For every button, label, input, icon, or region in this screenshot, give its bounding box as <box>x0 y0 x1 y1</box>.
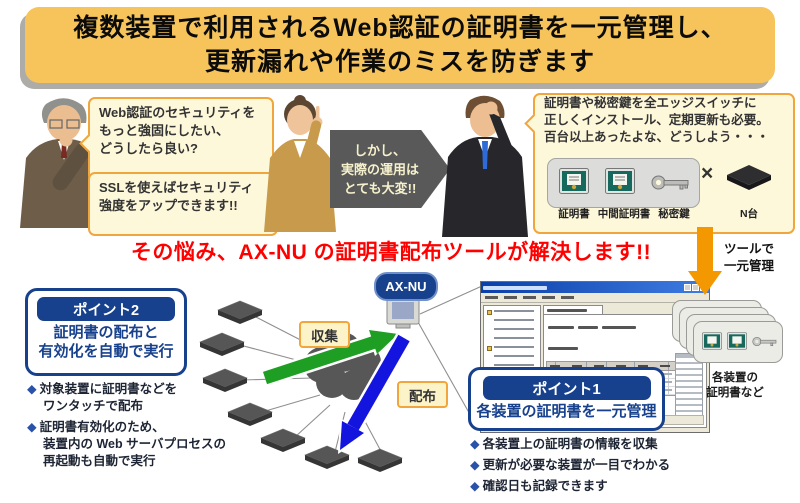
multiply-symbol: × <box>701 162 714 185</box>
point2-badge: ポイント2 <box>37 297 175 321</box>
bullet-diamond-icon: ◆ <box>470 458 480 472</box>
distribute-label: 配布 <box>397 381 448 408</box>
person-woman-illustration <box>264 95 336 232</box>
certificate-label: 証明書 <box>558 208 590 220</box>
point2-subtitle-line2: 有効化を自動で実行 <box>38 343 174 360</box>
question-line3: どうしたら良い? <box>99 141 198 156</box>
point2-bullet2-line1: 証明書有効化のため、 <box>39 420 165 434</box>
down-arrow-icon <box>688 227 722 295</box>
certificate-card-front <box>693 321 783 363</box>
answer-line2: 強度をアップできます!! <box>99 198 238 213</box>
key-icon <box>752 336 777 347</box>
however-line3: とても大変!! <box>343 180 417 196</box>
point1-bullet3: 確認日も記録できます <box>482 479 608 493</box>
axnu-server-badge: AX-NU <box>374 272 438 301</box>
folder-icon <box>487 346 492 351</box>
network-diagram <box>199 285 483 473</box>
point1-bullets: ◆ 各装置上の証明書の情報を収集 ◆ 更新が必要な装置が一目でわかる ◆ 確認日… <box>470 436 690 499</box>
speech-bubble-question: Web認証のセキュリティを もっと強固にしたい、 どうしたら良い? <box>79 97 274 182</box>
collect-label: 収集 <box>299 321 350 348</box>
point2-bullet2-line3: 再起動も自動で実行 <box>43 454 156 468</box>
tool-arrow-line1: ツールで <box>724 242 775 256</box>
tab-certificate-list[interactable] <box>543 305 603 314</box>
however-line2: 実際の運用は <box>340 161 419 177</box>
window-title-text <box>483 285 547 290</box>
key-icon <box>651 175 689 190</box>
banner-line2: 更新漏れや作業のミスを防ぎます <box>204 48 595 76</box>
device-icon <box>202 368 248 393</box>
point1-box: ポイント1 各装置の証明書を一元管理 <box>468 367 665 431</box>
certificate-icon <box>702 332 722 350</box>
point1-bullet2: 更新が必要な装置が一目でわかる <box>482 458 671 472</box>
pc-icon <box>386 297 420 329</box>
cards-caption-line2: 証明書など <box>706 387 764 399</box>
device-icon <box>260 428 306 453</box>
device-icon <box>199 332 245 357</box>
cards-caption-line1: 各装置の <box>712 372 758 384</box>
distribute-arrow <box>338 333 412 454</box>
cards-caption: 各装置の 証明書など <box>680 371 790 401</box>
n-device-icon <box>727 165 771 190</box>
bullet-diamond-icon: ◆ <box>470 437 480 451</box>
however-line1: しかし、 <box>353 142 406 158</box>
n-units-label: N台 <box>739 208 759 220</box>
however-callout: しかし、 実際の運用は とても大変!! <box>330 130 450 208</box>
tool-arrow-label: ツールで 一元管理 <box>724 241 796 275</box>
answer-line1: SSLを使えばセキュリティ <box>99 180 254 195</box>
speech-bubble-worry: 証明書や秘密鍵を全エッジスイッチに 正しくインストール、定期更新も必要。 百台以… <box>524 93 795 234</box>
point2-bullet2-line2: 装置内の Web サーバプロセスの <box>43 437 226 451</box>
window-menu-bar[interactable] <box>481 293 709 303</box>
bullet-diamond-icon: ◆ <box>27 382 37 396</box>
title-banner: 複数装置で利用されるWeb認証の証明書を一元管理し、 更新漏れや作業のミスを防ぎ… <box>25 7 775 83</box>
point1-bullet1: 各装置上の証明書の情報を収集 <box>482 437 658 451</box>
worry-line2: 正しくインストール、定期更新も必要。 <box>544 113 769 127</box>
point2-bullet1-line1: 対象装置に証明書などを <box>39 382 178 396</box>
point1-badge: ポイント1 <box>482 376 651 400</box>
collect-arrow <box>262 327 402 387</box>
worry-line1: 証明書や秘密鍵を全エッジスイッチに <box>544 96 757 110</box>
worry-line3: 百台以上あったよな、どうしよう・・・ <box>544 130 770 144</box>
point2-subtitle-line1: 証明書の配布と <box>53 324 159 341</box>
private-key-label: 秘密鍵 <box>658 208 690 220</box>
certificate-icon <box>727 332 747 350</box>
point1-subtitle: 各装置の証明書を一元管理 <box>476 403 657 420</box>
solution-headline: その悩み、AX-NU の証明書配布ツールが解決します!! <box>130 241 652 264</box>
point2-bullet1-line2: ワンタッチで配布 <box>43 399 144 413</box>
certificate-items-box <box>547 158 700 208</box>
speech-bubble-answer: SSLを使えばセキュリティ 強度をアップできます!! <box>88 172 287 236</box>
folder-icon <box>487 310 492 315</box>
question-line1: Web認証のセキュリティを <box>99 105 256 120</box>
tool-arrow-line2: 一元管理 <box>724 259 775 273</box>
intermediate-certificate-label: 中間証明書 <box>597 208 651 220</box>
device-icon <box>217 300 263 325</box>
window-tab-strip <box>543 305 707 314</box>
bullet-diamond-icon: ◆ <box>27 420 37 434</box>
point2-box: ポイント2 証明書の配布と 有効化を自動で実行 <box>25 288 187 376</box>
device-icon <box>227 402 273 427</box>
window-title-bar[interactable] <box>481 282 709 293</box>
intermediate-certificate-icon <box>605 168 635 194</box>
point2-bullets: ◆ 対象装置に証明書などを ワンタッチで配布 ◆ 証明書有効化のため、 装置内の… <box>27 381 227 470</box>
bullet-diamond-icon: ◆ <box>470 479 480 493</box>
banner-line1: 複数装置で利用されるWeb認証の証明書を一元管理し、 <box>73 14 727 42</box>
maximize-button[interactable] <box>692 284 699 291</box>
certificate-icon <box>559 168 589 194</box>
person-worried-man-illustration <box>442 95 528 237</box>
question-line2: もっと強固にしたい、 <box>99 123 230 138</box>
minimize-button[interactable] <box>684 284 691 291</box>
device-icon <box>357 448 403 473</box>
person-thinking-man-illustration <box>20 98 108 228</box>
